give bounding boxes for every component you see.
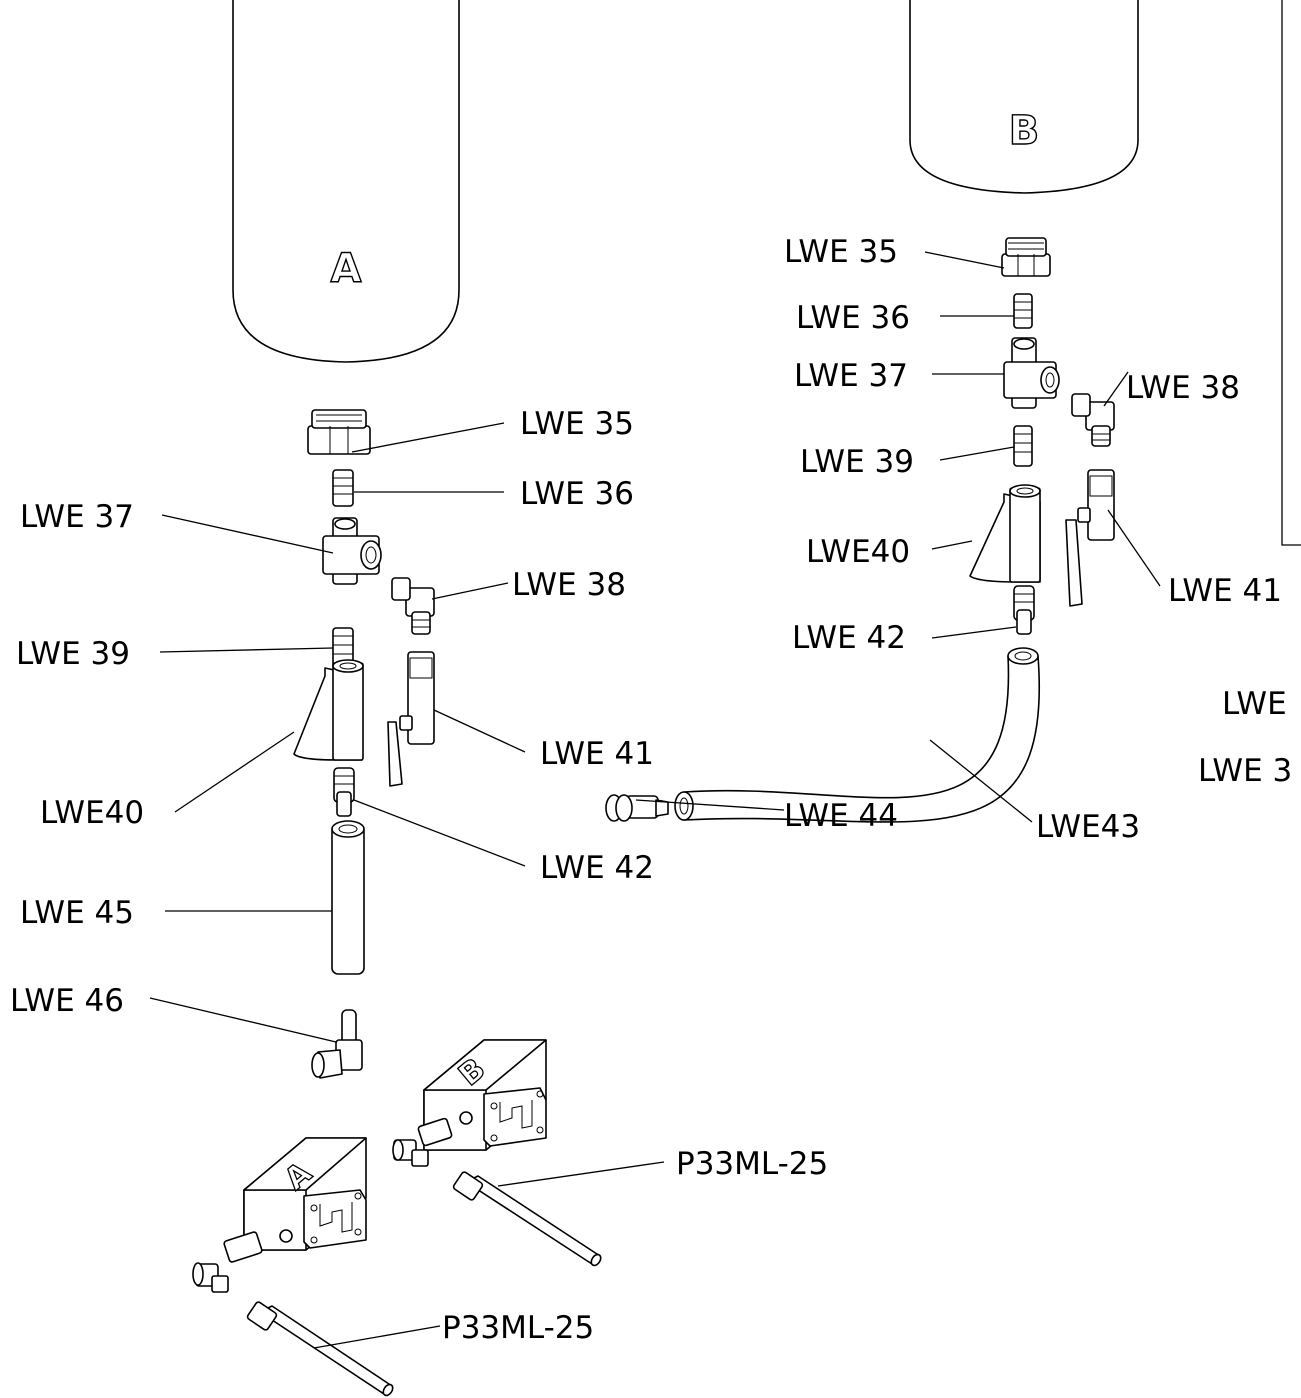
left-lwe42-part xyxy=(333,767,355,817)
tank-a-letter: A xyxy=(331,246,362,292)
left-leaders xyxy=(149,422,526,1043)
left-lwe46-part xyxy=(311,1009,363,1079)
label-right-lwe41: LWE 41 xyxy=(1168,573,1282,609)
right-leaders xyxy=(635,251,1161,823)
left-lwe37-part xyxy=(322,517,382,585)
label-right-p33ml: P33ML-25 xyxy=(676,1146,828,1182)
left-lwe40-part xyxy=(293,659,364,761)
label-right-lwe43: LWE43 xyxy=(1036,809,1140,845)
left-lwe35-part xyxy=(307,409,371,455)
pump-block-b: B xyxy=(392,1039,602,1267)
left-assembly xyxy=(293,409,435,1079)
right-lwe39-part xyxy=(1013,425,1033,467)
label-clipped-upper: LWE xyxy=(1222,686,1287,722)
right-lwe37-part xyxy=(1003,337,1060,409)
tank-a: A xyxy=(232,0,460,363)
right-lwe40-part xyxy=(969,484,1041,583)
label-left-lwe38: LWE 38 xyxy=(512,567,626,603)
label-left-lwe45: LWE 45 xyxy=(20,895,134,931)
right-lwe35-part xyxy=(1001,237,1051,277)
right-lwe44-part xyxy=(605,794,669,822)
label-right-lwe39: LWE 39 xyxy=(800,444,914,480)
label-right-lwe40: LWE40 xyxy=(806,534,910,570)
leader-p33ml-a xyxy=(313,1325,441,1349)
left-labels: LWE 35 LWE 36 LWE 37 LWE 38 LWE 39 LWE 4… xyxy=(10,406,654,1019)
label-clipped-lower: LWE 3 xyxy=(1198,753,1292,789)
label-right-lwe44: LWE 44 xyxy=(784,798,898,834)
tank-b: B xyxy=(909,0,1139,194)
left-lwe41-part xyxy=(387,651,435,787)
label-right-lwe42: LWE 42 xyxy=(792,620,906,656)
label-left-lwe41: LWE 41 xyxy=(540,736,654,772)
left-lwe36-part xyxy=(332,469,354,507)
tank-b-letter: B xyxy=(1009,108,1040,154)
label-left-lwe35: LWE 35 xyxy=(520,406,634,442)
label-left-lwe39: LWE 39 xyxy=(16,636,130,672)
label-right-lwe38: LWE 38 xyxy=(1126,370,1240,406)
label-right-lwe37: LWE 37 xyxy=(794,358,908,394)
label-left-lwe42: LWE 42 xyxy=(540,850,654,886)
left-lwe38-part xyxy=(391,577,435,635)
right-lwe43-part xyxy=(674,647,1041,823)
label-left-lwe37: LWE 37 xyxy=(20,499,134,535)
label-left-lwe40: LWE40 xyxy=(40,795,144,831)
pump-block-a: A xyxy=(192,1137,394,1397)
label-left-lwe46: LWE 46 xyxy=(10,983,124,1019)
clipped-labels: LWE LWE 3 xyxy=(1198,686,1292,789)
right-labels: LWE 35 LWE 36 LWE 37 LWE 38 LWE 39 LWE40… xyxy=(784,234,1282,845)
left-lwe45-part xyxy=(331,820,365,975)
leader-p33ml-b xyxy=(497,1161,665,1187)
right-lwe41-part xyxy=(1065,469,1115,607)
right-lwe38-part xyxy=(1071,393,1115,447)
frame-edge xyxy=(1281,0,1301,546)
label-left-p33ml: P33ML-25 xyxy=(442,1310,594,1346)
label-left-lwe36: LWE 36 xyxy=(520,476,634,512)
label-right-lwe36: LWE 36 xyxy=(796,300,910,336)
right-lwe36-part xyxy=(1013,293,1033,329)
right-lwe42-part xyxy=(1013,585,1035,635)
right-assembly xyxy=(605,237,1115,823)
label-right-lwe35: LWE 35 xyxy=(784,234,898,270)
